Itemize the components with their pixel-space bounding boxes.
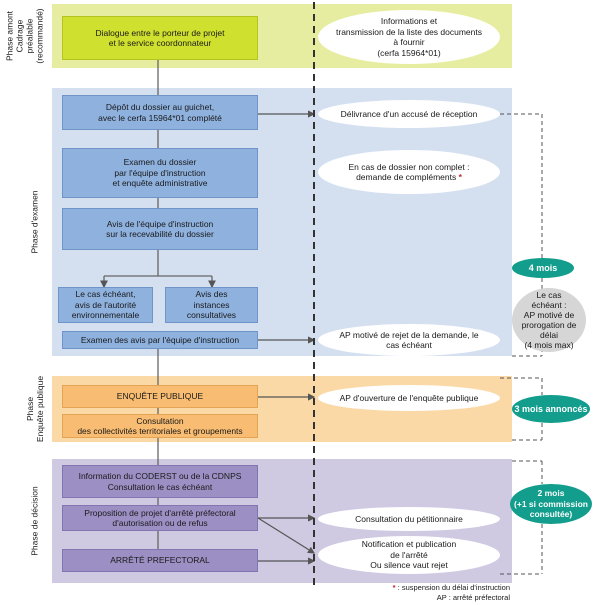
accuse-reception-ellipse: Délivrance d'un accusé de réception — [318, 100, 500, 128]
examen-dossier-box: Examen du dossier par l'équipe d'instruc… — [62, 148, 258, 198]
instances-consultatives-box: Avis des instances consultatives — [165, 287, 258, 323]
examen-avis-box: Examen des avis par l'équipe d'instructi… — [62, 331, 258, 349]
autorite-environnementale-box: Le cas échéant, avis de l'autorité envir… — [58, 287, 153, 323]
deux-mois-pill: 2 mois (+1 si commission consultée) — [510, 484, 592, 524]
demande-complements-ellipse: En cas de dossier non complet : demande … — [318, 150, 500, 194]
footnote-star: * — [392, 583, 396, 592]
quatre-mois-pill: 4 mois — [512, 258, 574, 278]
ap-ouverture-ellipse: AP d'ouverture de l'enquête publique — [318, 385, 500, 411]
ap-rejet-ellipse: AP motivé de rejet de la demande, le cas… — [318, 324, 500, 356]
trois-mois-pill: 3 mois annoncés — [512, 395, 590, 423]
arrete-prefectoral-box: ARRÊTÉ PREFECTORAL — [62, 549, 258, 572]
prorogation-circle: Le cas échéant : AP motivé de prorogatio… — [512, 288, 586, 352]
footnote-suspension: * : suspension du délai d'instruction — [330, 583, 510, 593]
consultation-petitionnaire-ellipse: Consultation du pétitionnaire — [318, 507, 500, 531]
enquete-publique-box: ENQUÊTE PUBLIQUE — [62, 385, 258, 408]
avis-equipe-box: Avis de l'équipe d'instruction sur la re… — [62, 208, 258, 250]
notification-publication-ellipse: Notification et publication de l'arrêté … — [318, 536, 500, 574]
coderst-box: Information du CODERST ou de la CDNPS Co… — [62, 465, 258, 498]
depot-dossier-box: Dépôt du dossier au guichet, avec le cer… — [62, 95, 258, 130]
consultation-collectivites-box: Consultation des collectivités territori… — [62, 414, 258, 438]
suspension-star: * — [458, 172, 462, 182]
dialogue-box: Dialogue entre le porteur de projet et l… — [62, 16, 258, 60]
footnote-suspension-text: : suspension du délai d'instruction — [395, 583, 510, 592]
informations-ellipse: Informations et transmission de la liste… — [318, 10, 500, 64]
proposition-arrete-box: Proposition de projet d'arrêté préfector… — [62, 505, 258, 531]
footnote-ap: AP : arrêté préfectoral — [436, 593, 510, 602]
demande-complements-text: En cas de dossier non complet : demande … — [348, 161, 470, 183]
